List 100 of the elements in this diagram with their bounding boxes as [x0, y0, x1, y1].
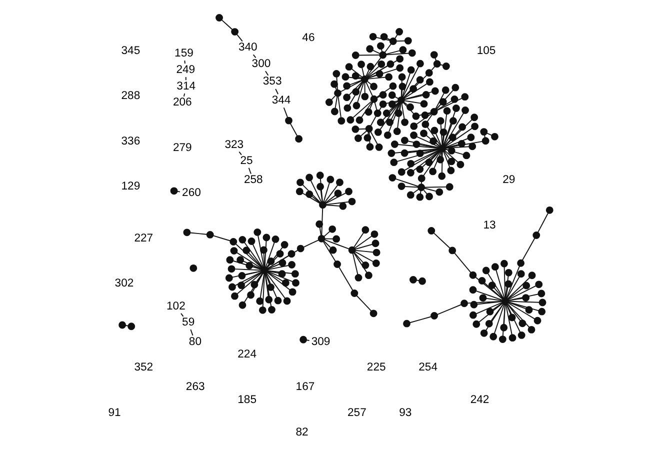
- node-circle: [360, 75, 368, 83]
- node-circle: [352, 88, 360, 96]
- node-circle: [362, 261, 370, 269]
- node-text: 344: [272, 94, 291, 107]
- node-circle: [376, 42, 384, 50]
- connector: [506, 303, 521, 322]
- node-circle: [396, 64, 404, 72]
- node-circle: [390, 158, 398, 166]
- connector: [360, 101, 373, 118]
- node-circle: [228, 265, 236, 273]
- node-circle: [448, 134, 456, 142]
- connector: [507, 287, 524, 300]
- connector: [443, 112, 464, 146]
- node-circle: [442, 62, 450, 70]
- node-circle: [422, 120, 430, 128]
- node-circle: [406, 169, 414, 176]
- node-circle: [538, 308, 546, 316]
- node-circle: [389, 38, 397, 45]
- node-circle: [258, 306, 266, 314]
- connector: [490, 303, 504, 322]
- node-circle: [400, 149, 408, 157]
- node-circle: [345, 188, 352, 196]
- node-circle: [365, 125, 373, 132]
- node-circle: [482, 266, 490, 274]
- connector: [382, 102, 400, 121]
- node-text: 129: [121, 180, 140, 193]
- connector: [386, 52, 410, 56]
- node-circle: [283, 297, 291, 305]
- connector: [538, 212, 548, 233]
- node-circle: [328, 225, 336, 233]
- connector: [264, 240, 267, 268]
- node-circle: [372, 260, 380, 267]
- connector: [257, 234, 265, 268]
- connector: [356, 295, 372, 312]
- node-text: 185: [238, 394, 256, 406]
- node-circle: [354, 134, 362, 142]
- node-circle: [348, 246, 356, 254]
- node-text: 300: [252, 58, 271, 70]
- node-circle: [406, 103, 414, 111]
- node-text: 59: [182, 316, 195, 329]
- node-circle: [318, 234, 326, 242]
- node-text: 159: [174, 47, 194, 60]
- node-circle: [282, 279, 290, 287]
- node-circle: [380, 33, 388, 41]
- node-circle: [230, 247, 238, 255]
- node-circle: [374, 110, 382, 117]
- node-circle: [361, 92, 369, 100]
- node-circle: [231, 28, 239, 36]
- node-circle: [379, 51, 387, 59]
- node-circle: [468, 142, 476, 150]
- connector: [507, 303, 530, 328]
- node-text: 257: [348, 406, 366, 419]
- node-circle: [538, 290, 546, 298]
- node-circle: [433, 60, 441, 68]
- connector: [367, 74, 377, 79]
- node-circle: [508, 334, 516, 342]
- connector: [386, 50, 400, 55]
- connector: [434, 232, 450, 249]
- node-circle: [370, 82, 378, 90]
- connector: [338, 96, 342, 118]
- connector: [234, 268, 262, 271]
- connector: [367, 68, 398, 79]
- node-text: 263: [186, 381, 205, 394]
- node-circle: [366, 143, 374, 151]
- node-circle: [416, 60, 424, 68]
- connector: [374, 102, 378, 110]
- connector: [263, 252, 265, 268]
- node-circle: [470, 300, 478, 308]
- node-circle: [372, 248, 380, 256]
- node-circle: [425, 69, 433, 77]
- node-circle: [398, 168, 406, 176]
- node-circle: [225, 274, 233, 282]
- connector: [268, 270, 280, 274]
- node-circle: [330, 108, 338, 116]
- node-circle: [393, 128, 401, 136]
- node-circle: [478, 277, 486, 284]
- node-circle: [280, 241, 288, 248]
- node-circle: [404, 37, 412, 45]
- connector: [444, 139, 451, 146]
- node-circle: [379, 91, 387, 99]
- connector: [275, 88, 279, 95]
- node-circle: [535, 280, 543, 288]
- node-circle: [426, 192, 433, 200]
- node-text: 353: [262, 76, 282, 88]
- node-circle: [443, 107, 451, 115]
- node-circle: [482, 137, 490, 145]
- connector: [504, 304, 506, 325]
- connector: [440, 124, 443, 146]
- connector: [445, 140, 483, 148]
- node-circle: [438, 144, 446, 152]
- node-circle: [436, 156, 444, 164]
- node-circle: [362, 226, 370, 234]
- node-circle: [517, 270, 525, 278]
- node-circle: [469, 271, 477, 279]
- node-circle: [374, 128, 382, 136]
- connector: [323, 182, 330, 202]
- connector: [522, 238, 536, 262]
- node-circle: [458, 140, 466, 148]
- connector: [311, 196, 321, 204]
- node-circle: [170, 187, 178, 195]
